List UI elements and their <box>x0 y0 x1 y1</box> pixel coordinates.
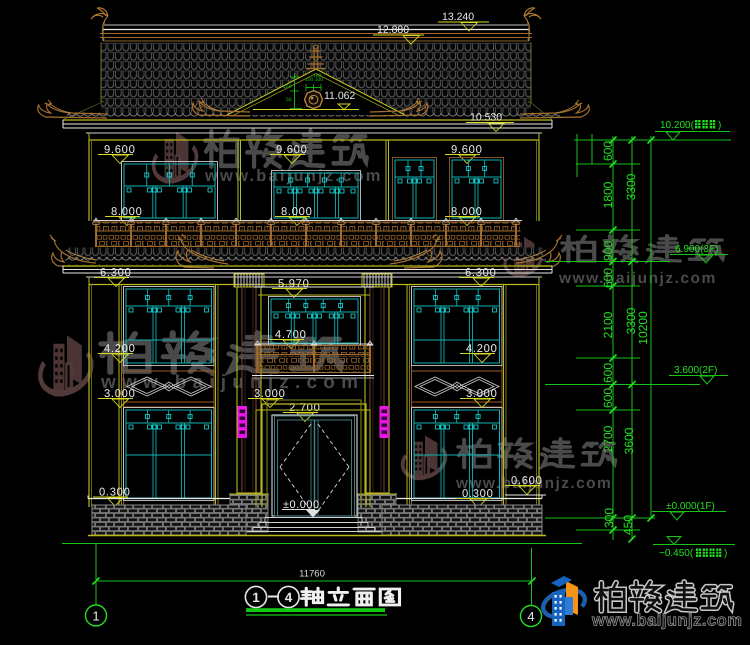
svg-text:±0.000(1F): ±0.000(1F) <box>666 501 715 512</box>
svg-text:3300: 3300 <box>624 173 638 200</box>
svg-text:3.000: 3.000 <box>466 388 498 400</box>
svg-text:100 100: 100 100 <box>305 77 323 83</box>
svg-text:9.600: 9.600 <box>451 144 483 156</box>
svg-text:www.baijunjz.com: www.baijunjz.com <box>558 270 717 287</box>
svg-text:3300: 3300 <box>624 307 638 334</box>
svg-text:www.baijunjz.com: www.baijunjz.com <box>455 475 612 492</box>
svg-text:150: 150 <box>283 84 292 90</box>
svg-text:8.000: 8.000 <box>281 206 313 218</box>
svg-text:1: 1 <box>252 590 260 605</box>
svg-text:600: 600 <box>601 268 615 288</box>
svg-text:): ) <box>718 120 721 131</box>
svg-text:600: 600 <box>601 388 615 408</box>
svg-text:2100: 2100 <box>601 311 615 338</box>
svg-text:8.000: 8.000 <box>111 206 143 218</box>
svg-text:12.880: 12.880 <box>377 24 409 36</box>
svg-text:300: 300 <box>602 508 616 528</box>
svg-text:11.062: 11.062 <box>324 90 355 102</box>
svg-text:6.900(3F): 6.900(3F) <box>675 244 718 255</box>
svg-text:13.240: 13.240 <box>442 11 474 23</box>
svg-text:600: 600 <box>601 141 615 161</box>
svg-text:3.600(2F): 3.600(2F) <box>674 365 717 376</box>
svg-text:900: 900 <box>601 241 615 261</box>
svg-text:160: 160 <box>313 73 322 79</box>
svg-text:1: 1 <box>92 609 99 624</box>
svg-text:): ) <box>724 548 727 559</box>
svg-text:5.970: 5.970 <box>278 278 310 290</box>
svg-text:www.baijunjz.com: www.baijunjz.com <box>591 612 742 630</box>
svg-text:3.000: 3.000 <box>254 388 286 400</box>
svg-text:www.baijunjz.com: www.baijunjz.com <box>204 167 383 185</box>
svg-text:4.700: 4.700 <box>275 329 307 341</box>
svg-text:3600: 3600 <box>622 427 636 454</box>
svg-text:600: 600 <box>601 363 615 383</box>
svg-text:−0.450(: −0.450( <box>659 548 694 559</box>
svg-text:±0.000: ±0.000 <box>283 499 320 511</box>
svg-text:4.200: 4.200 <box>466 343 498 355</box>
svg-text:50: 50 <box>286 97 292 103</box>
svg-text:3.000: 3.000 <box>104 388 136 400</box>
svg-text:10200: 10200 <box>636 311 650 345</box>
svg-text:0.300: 0.300 <box>99 487 131 499</box>
svg-text:2.700: 2.700 <box>289 402 321 414</box>
svg-text:4.200: 4.200 <box>104 343 136 355</box>
svg-text:4: 4 <box>527 609 534 624</box>
svg-text:9.600: 9.600 <box>104 144 136 156</box>
svg-text:9.600: 9.600 <box>276 144 308 156</box>
svg-text:10.200(: 10.200( <box>660 120 695 131</box>
svg-text:6.300: 6.300 <box>100 267 132 279</box>
svg-text:450: 450 <box>621 515 635 535</box>
svg-text:11760: 11760 <box>299 569 325 580</box>
svg-text:0.600: 0.600 <box>511 475 543 487</box>
svg-text:2700: 2700 <box>601 425 615 452</box>
svg-text:8.000: 8.000 <box>451 206 483 218</box>
svg-text:0.300: 0.300 <box>462 488 494 500</box>
svg-text:6.300: 6.300 <box>465 267 497 279</box>
svg-text:4: 4 <box>285 590 293 605</box>
svg-text:10.530: 10.530 <box>470 112 502 124</box>
svg-text:1800: 1800 <box>601 181 615 208</box>
